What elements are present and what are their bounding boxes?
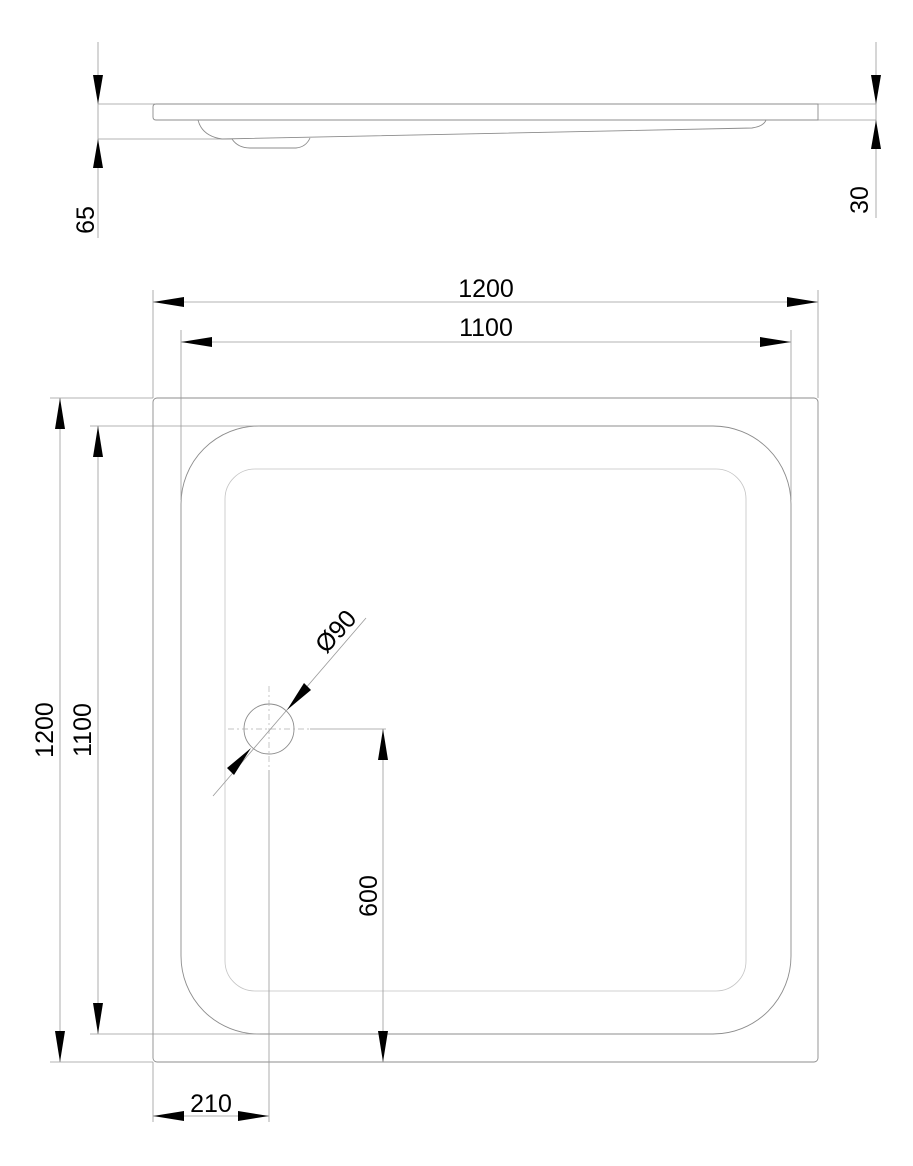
- inner-width-label: 1100: [459, 314, 513, 342]
- inner-length-label: 1100: [69, 703, 97, 757]
- tray-floor-contour: [224, 468, 747, 992]
- outer-width-label: 1200: [458, 275, 514, 303]
- base-height-label: 65: [72, 206, 100, 234]
- side-view: 65 30: [72, 42, 881, 238]
- outer-length-label: 1200: [31, 702, 59, 758]
- tray-profile: [152, 103, 819, 121]
- tray-inner-basin: [180, 425, 792, 1035]
- drain-from-left-label: 210: [190, 1090, 232, 1118]
- drain-from-bottom-label: 600: [355, 875, 383, 917]
- drain-diameter-label: Ø90: [310, 605, 362, 659]
- plan-view: 1200 1100 1200 1100 Ø90: [31, 275, 819, 1122]
- tray-outer-outline: [152, 397, 819, 1063]
- rim-height-label: 30: [846, 186, 874, 214]
- drain-outlet-profile: [231, 137, 311, 149]
